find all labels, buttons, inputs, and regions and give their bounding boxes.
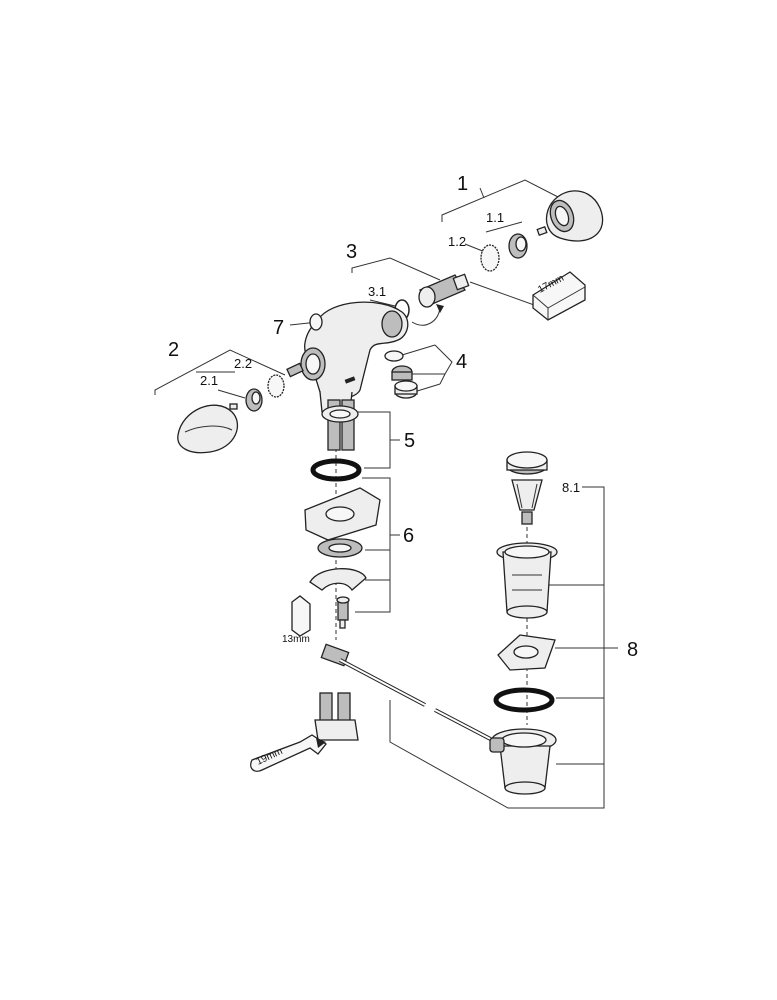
adapter-1-2: [508, 233, 528, 259]
lift-rod: [320, 643, 501, 746]
waste-o-ring: [493, 687, 555, 713]
label-part-2: 2: [168, 339, 179, 361]
label-part-7: 7: [273, 317, 284, 339]
label-part-5: 5: [404, 430, 415, 452]
label-part-3-1: 3.1: [368, 284, 386, 299]
label-part-1: 1: [457, 173, 468, 195]
cartridge-3: [418, 273, 470, 308]
label-part-1-1: 1.1: [486, 210, 504, 225]
hose-connectors: [314, 692, 359, 741]
toothed-ring-2: [267, 374, 285, 398]
label-part-1-2: 1.2: [448, 234, 466, 249]
pop-up-plug-8-1: [506, 451, 548, 525]
waste-body-8: [496, 542, 558, 619]
label-part-2-1: 2.1: [200, 373, 218, 388]
adapter-2-2: [245, 388, 263, 412]
label-part-8-1: 8.1: [562, 480, 580, 495]
handle-left: [177, 404, 239, 454]
handle-right: [545, 190, 604, 242]
label-part-3: 3: [346, 241, 357, 263]
label-part-6: 6: [403, 525, 414, 547]
wrench-19mm: 19mm: [250, 734, 327, 772]
toothed-ring-1: [480, 244, 500, 272]
rotation-arrow: [411, 304, 444, 326]
wrench-17mm: 17mm: [532, 271, 586, 321]
spindle-left: [286, 362, 304, 378]
mounting-set-6: 13mm: [282, 487, 381, 645]
callout-labels: 1 1.1 1.2 3 3.1 7 2 2.2 2.1 4 5 6 8.1 8: [168, 173, 638, 661]
screw-2-1: [229, 403, 238, 410]
aerator-4: [384, 350, 418, 399]
screw-1-1: [536, 225, 548, 237]
mixer-body-7: [300, 301, 409, 413]
waste-gasket: [497, 634, 556, 671]
tool-label-13mm: 13mm: [282, 634, 310, 645]
label-part-2-2: 2.2: [234, 356, 252, 371]
waste-tailpiece: [489, 728, 557, 795]
label-part-4: 4: [456, 351, 467, 373]
leader-lines: [154, 179, 618, 809]
label-part-8: 8: [627, 639, 638, 661]
hoses-5: [310, 399, 362, 482]
